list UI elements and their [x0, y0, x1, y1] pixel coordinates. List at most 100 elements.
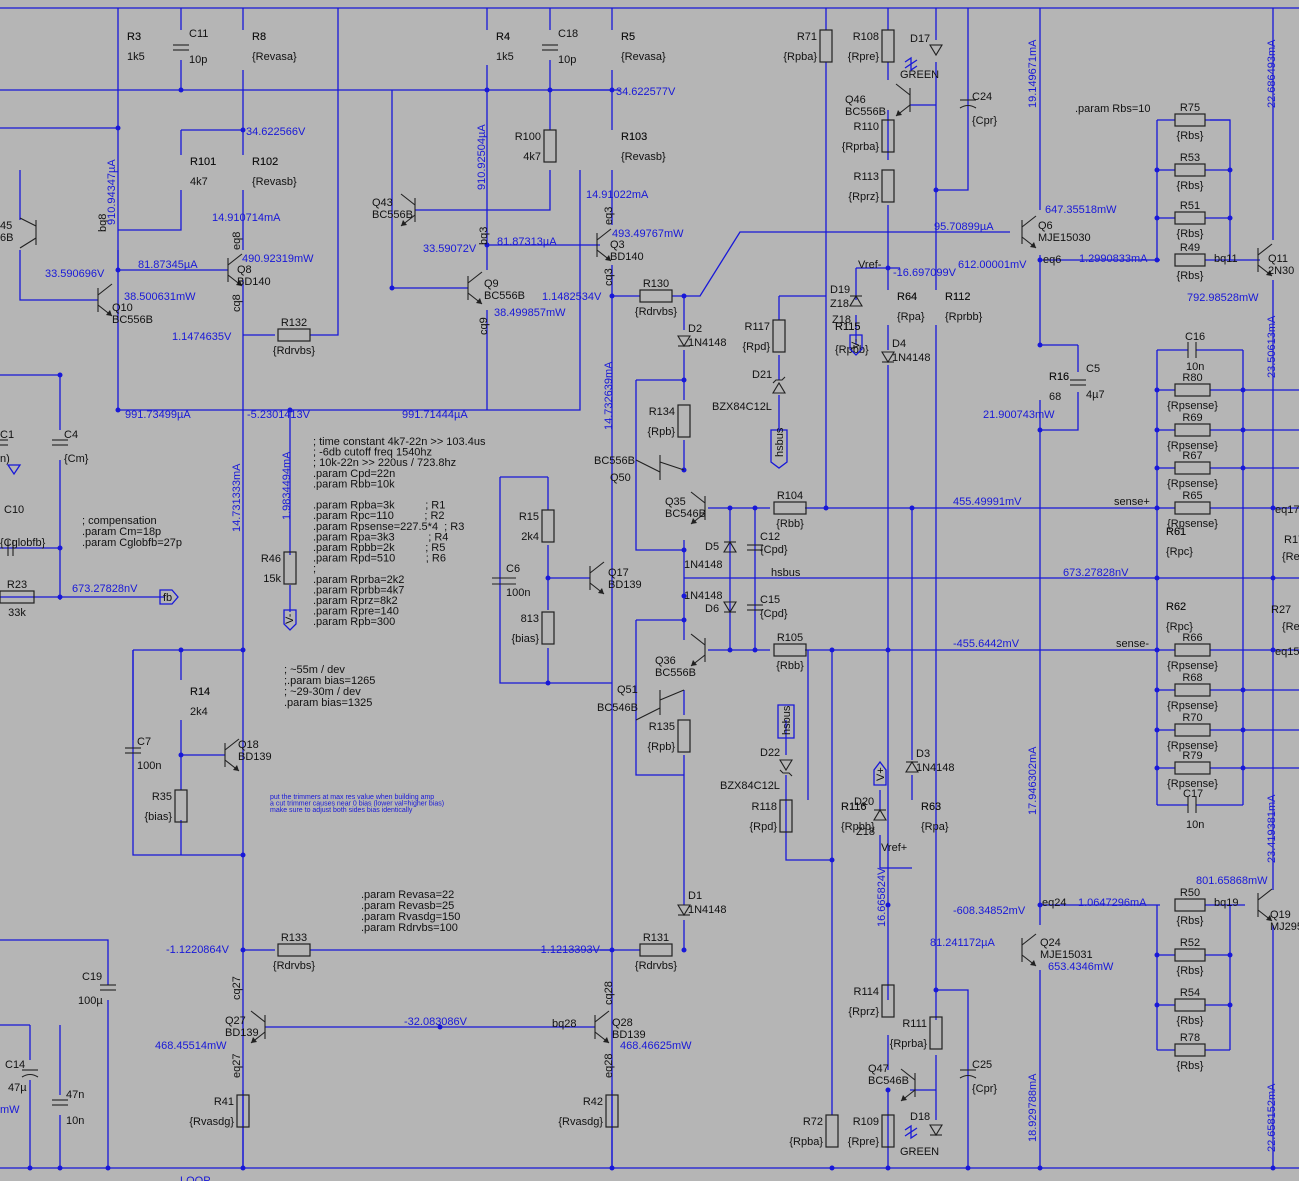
diode-d19[interactable]: D19Z18: [830, 284, 862, 310]
resistor-r104[interactable]: R104{Rbb}: [774, 490, 806, 530]
diode-d6[interactable]: D61N4148: [684, 590, 736, 615]
transistor-q51[interactable]: Q51BC546B: [597, 684, 684, 720]
resistor-r41[interactable]: R41{Rvasdg}: [189, 1095, 249, 1128]
capacitor-c7[interactable]: C7100n: [125, 736, 161, 772]
capacitor-c16[interactable]: C1610n: [1185, 331, 1205, 373]
resistor-r50[interactable]: R50{Rbs}: [1175, 887, 1205, 927]
capacitor-47n[interactable]: 47n10n: [52, 1089, 84, 1127]
resistor-r15[interactable]: R152k4: [519, 510, 554, 543]
resistor-r80[interactable]: R80{Rpsense}: [1167, 372, 1218, 412]
resistor-r68[interactable]: R68{Rpsense}: [1167, 672, 1218, 712]
resistor-r65[interactable]: R65{Rpsense}: [1167, 490, 1218, 530]
resistor-r117[interactable]: R117{Rpd}: [742, 320, 785, 353]
diode-d22[interactable]: D22BZX84C12L: [720, 747, 792, 792]
directive-note[interactable]: put the trimmers at max res value when b…: [270, 794, 444, 814]
capacitor-c18[interactable]: C1810p: [542, 28, 578, 66]
resistor-r23[interactable]: R2333k: [0, 579, 34, 619]
resistor-r105[interactable]: R105{Rbb}: [774, 632, 806, 672]
resistor-r35[interactable]: R35{bias}: [144, 790, 187, 823]
transistor-q18[interactable]: Q18BD139: [225, 739, 272, 771]
capacitor-c12[interactable]: C12{Cpd}: [747, 531, 788, 556]
transistor-q46[interactable]: Q46BC556B: [845, 84, 910, 118]
capacitor-c17[interactable]: C1710n: [1183, 788, 1204, 831]
transistor-q17[interactable]: Q17BD139: [590, 562, 642, 594]
transistor-q27[interactable]: Q27BD139: [225, 1011, 265, 1043]
resistor-r132[interactable]: R132{Rdrvbs}: [273, 317, 316, 357]
resistor-r75[interactable]: R75{Rbs}: [1175, 102, 1205, 142]
transistor-q35[interactable]: Q35BC546B: [665, 492, 706, 524]
capacitor-c15[interactable]: C15{Cpd}: [747, 594, 788, 620]
diode-d21[interactable]: D21BZX84C12L: [712, 369, 785, 413]
capacitor-c1[interactable]: C1n): [0, 429, 20, 474]
diode-d5[interactable]: D51N4148: [684, 541, 736, 571]
resistor-r66[interactable]: R66{Rpsense}: [1167, 632, 1218, 672]
resistor-r78[interactable]: R78{Rbs}: [1175, 1032, 1205, 1072]
capacitor-c10[interactable]: C10{Cglobfb}: [0, 504, 46, 556]
net-label: {Re: [1282, 551, 1299, 563]
resistor-r133[interactable]: R133{Rdrvbs}: [273, 932, 316, 972]
diode-d2[interactable]: D21N4148: [678, 323, 727, 349]
resistor-r67[interactable]: R67{Rpsense}: [1167, 450, 1218, 490]
net-flag-hsbus-top[interactable]: hsbus: [771, 427, 787, 468]
directive-block-vas[interactable]: .param Revasa=22.param Revasb=25.param R…: [361, 889, 460, 934]
resistor-r114[interactable]: R114{Rprz}: [848, 985, 894, 1018]
capacitor-c14[interactable]: C1447µ: [5, 1059, 38, 1094]
capacitor-c25[interactable]: C25{Cpr}: [960, 1059, 997, 1095]
diode-d20[interactable]: D20Z18: [854, 796, 886, 838]
resistor-r53[interactable]: R53{Rbs}: [1175, 152, 1205, 192]
diode-d3[interactable]: D31N4148: [906, 748, 955, 774]
capacitor-c5[interactable]: C54µ7: [1070, 363, 1105, 401]
capacitor-c24[interactable]: C24{Cpr}: [960, 91, 997, 127]
resistor-r72[interactable]: R72{Rpba}: [789, 1115, 838, 1148]
directive-block-params[interactable]: ; time constant 4k7-22n >> 103.4us; -6db…: [313, 436, 486, 628]
resistor-r46[interactable]: R4615k: [261, 552, 296, 585]
net-flag-fb[interactable]: fb: [160, 590, 178, 604]
resistor-r135[interactable]: R135{Rpb}: [647, 720, 690, 753]
probe-readout: 673.27828nV: [1063, 567, 1129, 579]
transistor-q47[interactable]: Q47BC546B: [868, 1063, 915, 1101]
transistor-q11[interactable]: Q112N30: [1258, 244, 1294, 277]
capacitor-c4[interactable]: C4{Cm}: [52, 429, 89, 465]
resistor-r69[interactable]: R69{Rpsense}: [1167, 412, 1218, 452]
resistor-r113[interactable]: R113{Rprz}: [848, 170, 894, 203]
diode-d17[interactable]: D17GREEN: [900, 33, 942, 81]
component-name: R23: [7, 579, 27, 591]
transistor-q28[interactable]: Q28BD139: [595, 1011, 646, 1043]
transistor-q6[interactable]: Q6MJE15030: [1022, 216, 1091, 248]
resistor-813[interactable]: 813{bias}: [511, 612, 554, 645]
resistor-r49[interactable]: R49{Rbs}: [1175, 242, 1205, 282]
net-flag-v-[interactable]: V-: [284, 610, 296, 630]
directive-block-compensation[interactable]: ; compensation.param Cm=18p.param Cglobf…: [82, 515, 182, 549]
resistor-r54[interactable]: R54{Rbs}: [1175, 987, 1205, 1027]
resistor-r70[interactable]: R70{Rpsense}: [1167, 712, 1218, 752]
resistor-r131[interactable]: R131{Rdrvbs}: [635, 932, 678, 972]
resistor-r109[interactable]: R109{Rpre}: [848, 1115, 894, 1148]
diode-d4[interactable]: D41N4148: [882, 338, 931, 364]
net-flag-hsbus-bottom[interactable]: hsbus: [778, 705, 794, 738]
capacitor-c19[interactable]: C19100µ: [78, 971, 116, 1007]
resistor-r108[interactable]: R108{Rpre}: [848, 30, 894, 63]
directive-block-bias[interactable]: ; ~55m / dev;.param bias=1265; ~29-30m /…: [284, 664, 375, 709]
transistor-q45[interactable]: 456B: [0, 218, 36, 248]
net-flag-vp[interactable]: V+: [874, 762, 887, 785]
transistor-q36[interactable]: Q36BC556B: [655, 634, 705, 679]
transistor-q9[interactable]: Q9BC556B: [468, 272, 525, 304]
transistor-q50[interactable]: BC556BQ50: [594, 455, 684, 484]
resistor-r134[interactable]: R134{Rpb}: [647, 405, 690, 438]
resistor-r51[interactable]: R51{Rbs}: [1175, 200, 1205, 240]
resistor-r52[interactable]: R52{Rbs}: [1175, 937, 1205, 977]
diode-d1[interactable]: D11N4148: [678, 890, 727, 916]
capacitor-c11[interactable]: C1110p: [173, 28, 208, 66]
resistor-r100[interactable]: R1004k7: [515, 130, 556, 163]
resistor-r42[interactable]: R42{Rvasdg}: [558, 1095, 618, 1128]
transistor-q43[interactable]: Q43BC556B: [372, 194, 415, 226]
resistor-r110[interactable]: R110{Rprba}: [842, 120, 894, 153]
resistor-r79[interactable]: R79{Rpsense}: [1167, 750, 1218, 790]
resistor-r130[interactable]: R130{Rdrvbs}: [635, 278, 678, 318]
capacitor-c6[interactable]: C6100n: [492, 563, 530, 599]
resistor-r111[interactable]: R111{Rprba}: [890, 1017, 942, 1050]
resistor-r71[interactable]: R71{Rpba}: [783, 30, 832, 63]
transistor-q19[interactable]: Q19MJ295: [1258, 889, 1299, 933]
